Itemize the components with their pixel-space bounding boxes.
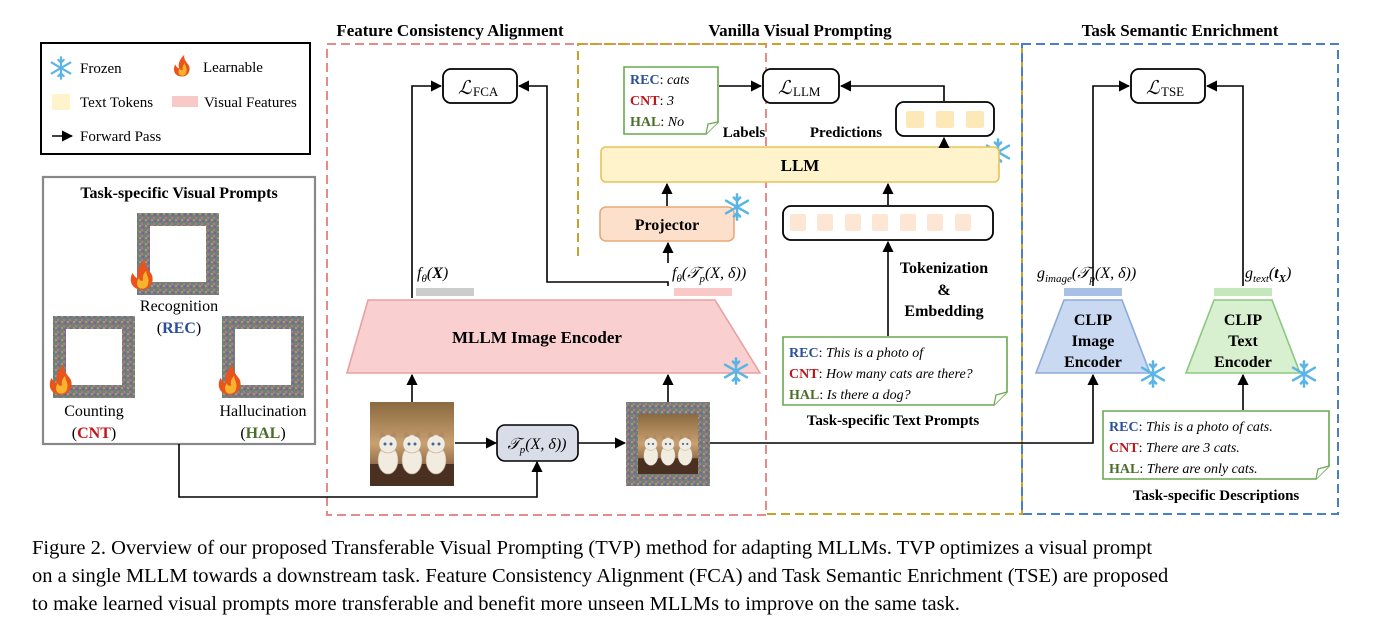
figure-caption: Figure 2. Overview of our proposed Trans…	[32, 534, 1352, 618]
labels-note: REC: cats CNT: 3 HAL: No	[623, 66, 719, 135]
tokenization-label: Tokenization	[900, 260, 988, 277]
svg-text:REC: This is a photo of cats.: REC: This is a photo of cats.	[1109, 420, 1273, 435]
llm-label: LLM	[781, 156, 820, 175]
descriptions-title: Task-specific Descriptions	[1133, 488, 1300, 504]
svg-text:ℒ: ℒ	[1146, 78, 1161, 99]
projector-block	[599, 206, 735, 242]
predictions-caption: Predictions	[810, 125, 882, 141]
vvp-title: Vanilla Visual Prompting	[708, 21, 892, 40]
g-image-label: gimage(𝒯p(X, δ))	[1037, 265, 1136, 285]
legend-frozen: Frozen	[80, 61, 122, 77]
tse-title: Task Semantic Enrichment	[1082, 21, 1279, 40]
amp-label: &	[937, 282, 950, 299]
clean-feature-bar	[416, 288, 474, 296]
legend: Frozen Learnable Text Tokens Visual Feat…	[40, 42, 311, 155]
fca-frame	[326, 43, 767, 516]
llm-block	[600, 146, 1000, 183]
loss-llm-box: ℒ LLM	[762, 68, 840, 104]
visual-prompts-title: Task-specific Visual Prompts	[80, 185, 277, 202]
svg-text:CNT: 3: CNT: 3	[630, 94, 674, 109]
visual-feature-swatch	[172, 96, 198, 107]
legend-visual-features: Visual Features	[204, 95, 297, 111]
mllm-encoder-label: MLLM Image Encoder	[452, 328, 622, 347]
svg-text:HAL: Is there a dog?: HAL: Is there a dog?	[789, 388, 911, 403]
descriptions-note: REC: This is a photo of cats. CNT: There…	[1102, 410, 1330, 480]
svg-text:(HAL): (HAL)	[240, 425, 285, 442]
input-image	[369, 401, 455, 487]
vvp-frame	[577, 43, 1023, 515]
mllm-encoder-block	[345, 299, 762, 374]
prediction-tokens	[895, 101, 995, 137]
prompted-image	[626, 402, 710, 486]
legend-learnable: Learnable	[203, 60, 263, 76]
loss-llm-sub: LLM	[793, 84, 821, 99]
svg-text:HAL: No: HAL: No	[630, 115, 684, 130]
clip-text-line3: Encoder	[1214, 354, 1272, 371]
hallucination-label: Hallucination	[219, 403, 306, 420]
tse-frame	[1021, 43, 1339, 515]
clip-text-line1: CLIP	[1224, 312, 1262, 329]
caption-line-1: Figure 2. Overview of our proposed Trans…	[32, 537, 1153, 559]
text-prompts-title: Task-specific Text Prompts	[807, 413, 980, 429]
text-token-row	[782, 205, 994, 241]
prompted-feature-bar	[674, 288, 732, 296]
clip-text-feature-bar	[1214, 288, 1272, 296]
clip-image-line2: Image	[1072, 333, 1115, 350]
caption-line-3: to make learned visual prompts more tran…	[32, 593, 960, 615]
loss-tse-sub: TSE	[1161, 84, 1184, 99]
clip-image-feature-bar	[1064, 288, 1122, 296]
rec-tag: REC	[162, 320, 196, 337]
text-token-swatch	[52, 94, 70, 110]
embedding-label: Embedding	[904, 303, 983, 320]
loss-tse-box: ℒ TSE	[1130, 68, 1206, 104]
projector-label: Projector	[635, 217, 700, 234]
caption-line-2: on a single MLLM towards a downstream ta…	[32, 565, 1169, 587]
cnt-tag: CNT	[77, 425, 111, 442]
visual-prompts-panel: Task-specific Visual Prompts Recognition…	[41, 175, 317, 446]
recognition-label: Recognition	[140, 298, 218, 315]
snowflake-icon	[50, 56, 72, 80]
svg-text:(REC): (REC)	[157, 320, 201, 337]
loss-fca-sub: FCA	[473, 84, 499, 99]
legend-text-tokens: Text Tokens	[80, 95, 153, 111]
fca-title: Feature Consistency Alignment	[336, 21, 564, 40]
text-prompts-note: REC: This is a photo of CNT: How many ca…	[782, 336, 1008, 406]
svg-text:HAL: There are only cats.: HAL: There are only cats.	[1109, 462, 1258, 477]
clip-text-line2: Text	[1228, 333, 1258, 350]
tvp-diagram: Frozen Learnable Text Tokens Visual Feat…	[40, 21, 1339, 516]
svg-text:CNT: There are 3 cats.: CNT: There are 3 cats.	[1109, 441, 1240, 456]
svg-text:(CNT): (CNT)	[72, 425, 116, 442]
svg-text:REC: This is a photo of: REC: This is a photo of	[789, 346, 925, 361]
svg-text:CNT: How many cats are there?: CNT: How many cats are there?	[789, 367, 973, 382]
g-text-label: gtext(tX)	[1245, 265, 1291, 285]
clip-image-line3: Encoder	[1064, 354, 1122, 371]
flame-icon	[173, 54, 190, 77]
svg-text:ℒ: ℒ	[458, 78, 473, 99]
f-theta-x-label: fθ(X)	[417, 265, 448, 285]
loss-fca-box: ℒ FCA	[442, 68, 518, 104]
counting-label: Counting	[64, 403, 124, 420]
svg-text:REC: cats: REC: cats	[630, 73, 690, 88]
legend-forward-pass: Forward Pass	[80, 129, 161, 145]
connectors	[178, 80, 1249, 498]
hal-tag: HAL	[246, 425, 281, 442]
clip-image-line1: CLIP	[1074, 312, 1112, 329]
svg-text:ℒ: ℒ	[778, 78, 793, 99]
f-theta-tp-label: fθ(𝒯p(X, δ))	[672, 265, 746, 285]
labels-caption: Labels	[723, 125, 766, 141]
